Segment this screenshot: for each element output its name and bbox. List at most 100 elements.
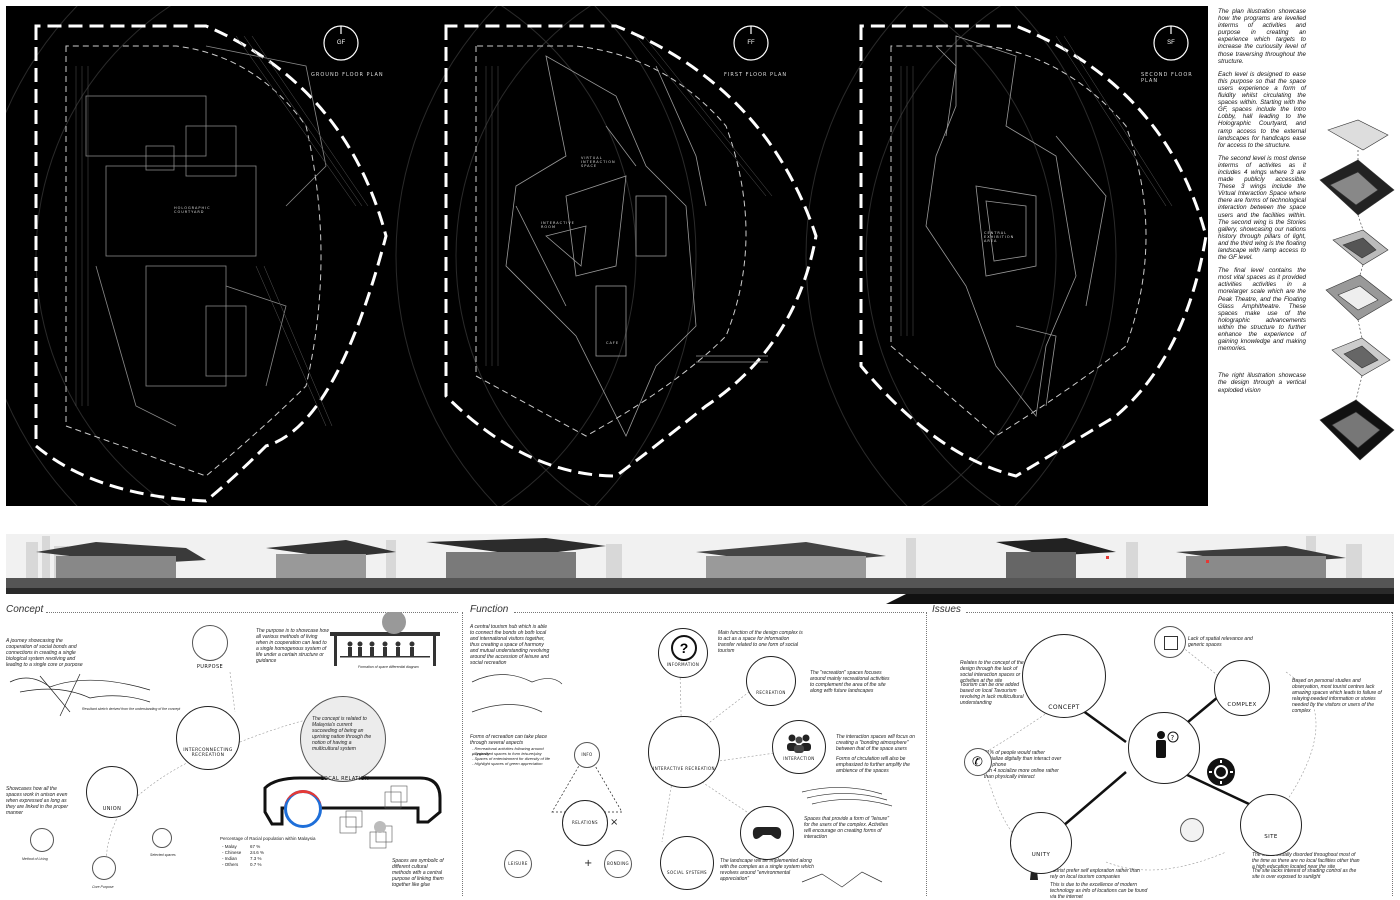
interaction-node-label: INTERACTION bbox=[783, 756, 815, 761]
issues-lack-text: Lack of spatial relevance and generic sp… bbox=[1188, 636, 1253, 648]
concept-diagram bbox=[9, 612, 442, 873]
union-node-label: UNION bbox=[102, 806, 122, 812]
site-issue-label: SITE bbox=[1264, 834, 1278, 840]
floor-plans-panel: GF FF SF GROUND FLOOR PLAN FIRST FLOOR P… bbox=[6, 6, 1208, 506]
people-icon bbox=[787, 734, 811, 753]
phone-node: ✆ bbox=[964, 748, 992, 776]
percent-value: 0.7 % bbox=[250, 862, 262, 867]
concept-title: Concept bbox=[6, 604, 44, 615]
tri-right-node bbox=[604, 850, 632, 878]
small-label: Method of Living bbox=[22, 857, 48, 861]
side-paragraph: The plan illustration showcase how the p… bbox=[1218, 8, 1306, 65]
first-floor-plan bbox=[444, 24, 818, 478]
unity-issue-label: UNITY bbox=[1031, 852, 1051, 858]
complex-issue-label: COMPLEX bbox=[1227, 702, 1257, 708]
function-info-text: Main function of the design complex is t… bbox=[718, 630, 803, 654]
sketch-caption: Resultant sketch derived from the unders… bbox=[82, 707, 181, 711]
room-label: INTERACTIVE ROOM bbox=[541, 221, 575, 229]
svg-text:?: ? bbox=[1171, 734, 1175, 742]
purpose-node-label: PURPOSE bbox=[196, 664, 224, 670]
cube-icon bbox=[1164, 636, 1178, 650]
level-code-gf: GF bbox=[336, 40, 346, 46]
interactive-recreation-label: INTERACTIVE RECREATION bbox=[653, 766, 715, 771]
svg-text:×: × bbox=[610, 817, 618, 828]
tri-left-node bbox=[504, 850, 532, 878]
function-bullet: - Spaces of entertainment for diversity … bbox=[472, 756, 551, 761]
elevation-drawing bbox=[6, 512, 1394, 604]
issues-observe-text: Based on personal studies and observatio… bbox=[1292, 678, 1382, 714]
function-intro-text: A central tourism hub which is able to c… bbox=[470, 624, 550, 666]
method-of-living-node bbox=[30, 828, 54, 852]
user-issue-node: ? bbox=[1128, 712, 1200, 784]
function-recreation-text: The "recreation" spaces focuses around m… bbox=[810, 670, 890, 694]
percent-value: 7.3 % bbox=[250, 856, 262, 861]
issues-divider bbox=[966, 612, 1392, 613]
small-label: Core Purpose bbox=[92, 885, 114, 889]
side-paragraph: The final level contains the most vital … bbox=[1218, 267, 1306, 353]
interconnecting-node-label: INTERCONNECTING RECREATION bbox=[183, 748, 233, 758]
information-node-label: INFORMATION bbox=[666, 662, 700, 667]
plan-label-gf: GROUND FLOOR PLAN bbox=[311, 72, 384, 78]
percent-title: Percentage of Racial population within M… bbox=[220, 836, 316, 841]
divider bbox=[462, 612, 463, 896]
local-text: The concept is related to Malaysia's cur… bbox=[312, 716, 372, 752]
social-systems-node bbox=[660, 836, 714, 890]
side-paragraph: The second level is most dense interms o… bbox=[1218, 154, 1306, 262]
small-label: Selected spaces bbox=[150, 853, 176, 857]
gamepad-icon bbox=[752, 827, 782, 839]
function-bullet: - Recreational activities following arou… bbox=[472, 746, 544, 756]
issues-title: Issues bbox=[932, 604, 961, 615]
cube-node bbox=[1154, 626, 1186, 658]
purpose-node bbox=[192, 625, 228, 661]
percent-name: - Chinese bbox=[222, 850, 242, 855]
level-code-sf: SF bbox=[1167, 40, 1175, 46]
recreation-node bbox=[746, 656, 796, 706]
percent-value: 24.6 % bbox=[250, 850, 265, 855]
people-caption: Formation of space differential diagram bbox=[358, 665, 419, 669]
room-label: HOLOGRAPHIC COURTYARD bbox=[174, 206, 211, 214]
person-question-icon: ? bbox=[1156, 731, 1179, 758]
union-node bbox=[86, 766, 138, 818]
percent-name: - Others bbox=[222, 862, 239, 867]
function-bullet: - Highlight spaces of green appreciation bbox=[472, 761, 543, 766]
question-icon: ? bbox=[671, 635, 697, 661]
exploded-axonometric bbox=[1319, 119, 1395, 461]
local-relation-label: LOCAL RELATION bbox=[320, 776, 370, 782]
divider bbox=[1392, 612, 1393, 896]
social-systems-label: SOCIAL SYSTEMS bbox=[667, 870, 707, 875]
concept-text-mid: The purpose is to showcase how all vario… bbox=[256, 628, 329, 664]
issues-site2-text: The site lacks interest of shading contr… bbox=[1252, 868, 1357, 880]
interconnecting-node bbox=[176, 706, 240, 770]
globe-node bbox=[1180, 818, 1204, 842]
tri-top-label: INFO bbox=[581, 752, 593, 757]
percent-value: 67 % bbox=[250, 844, 261, 849]
unity-issue-node bbox=[1010, 812, 1072, 874]
tri-top-node bbox=[574, 742, 600, 768]
floor-plan-drawings bbox=[6, 6, 1208, 506]
function-leisure-text: Spaces that provide a form of "leisure" … bbox=[804, 816, 889, 840]
interactive-recreation-node bbox=[648, 716, 720, 788]
side-description: The plan illustration showcase how the p… bbox=[1218, 8, 1306, 400]
room-label: CENTRAL EXHIBITION AREA bbox=[984, 231, 1015, 243]
function-forms-text: Forms of recreation can take place throu… bbox=[470, 734, 547, 746]
issues-site1-text: The site is usually disorded throughout … bbox=[1252, 852, 1360, 870]
ground-floor-plan bbox=[34, 24, 388, 503]
function-divider bbox=[514, 612, 924, 613]
issues-stat2-text: 1 in 4 socialize more online rather than… bbox=[984, 768, 1059, 780]
side-paragraph: The right illustration showcase the desi… bbox=[1218, 372, 1306, 394]
complex-issue-node bbox=[1214, 660, 1270, 716]
plan-label-ff: FIRST FLOOR PLAN bbox=[724, 72, 788, 78]
elevation-strip bbox=[6, 512, 1394, 604]
room-label: CAFE bbox=[606, 341, 620, 345]
percent-name: - Malay bbox=[222, 844, 237, 849]
phone-icon: ✆ bbox=[972, 754, 983, 769]
site-issue-node bbox=[1240, 794, 1302, 856]
level-code-ff: FF bbox=[747, 40, 755, 46]
room-label: VIRTUAL INTERACTION SPACE bbox=[581, 156, 616, 168]
issues-stat1-text: 31% of people would rather socialize dig… bbox=[984, 750, 1062, 768]
concept-divider bbox=[46, 612, 458, 613]
recreation-node-label: RECREATION bbox=[756, 690, 786, 695]
interaction-node bbox=[772, 720, 826, 774]
tri-right-label: BONDING bbox=[607, 861, 629, 866]
issues-tourism-text: Tourism can be one added based on local … bbox=[960, 682, 1024, 706]
